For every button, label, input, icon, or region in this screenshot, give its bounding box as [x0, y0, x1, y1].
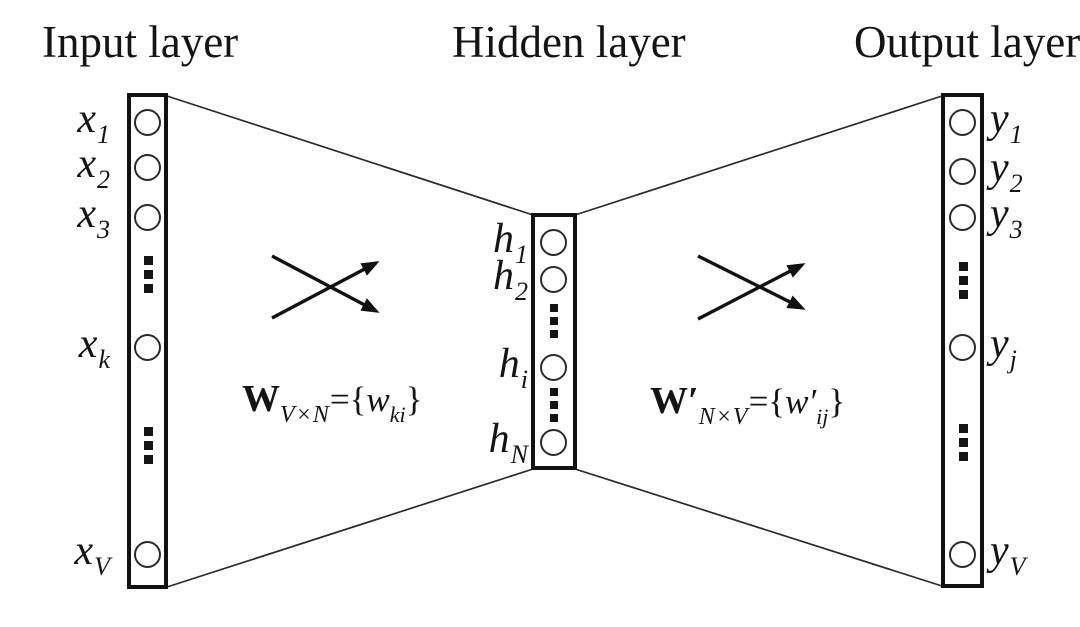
input-unit-x3 — [134, 204, 161, 231]
edge-hidden-output-bottom — [574, 468, 943, 587]
edge-input-hidden-bottom — [166, 468, 534, 588]
output-node-label: yj — [990, 321, 1017, 374]
hidden-node-label: hN — [488, 416, 528, 469]
matrix-dims: V×N — [280, 402, 330, 428]
element-symbol: w — [366, 380, 390, 419]
equals-brace: ={ — [329, 380, 367, 419]
arrow-input-hidden-down-icon — [271, 254, 380, 313]
matrix-symbol: W′ — [650, 380, 699, 422]
edge-hidden-output-top — [574, 95, 943, 216]
close-brace: } — [828, 382, 846, 421]
input-node-label: x3 — [77, 191, 110, 244]
output-node-label: y2 — [990, 145, 1023, 198]
output-node-label: y3 — [990, 191, 1023, 244]
output-layer-title: Output layer — [854, 17, 1080, 67]
output-unit-y1 — [949, 109, 976, 136]
output-node-label: yV — [990, 528, 1026, 581]
output-unit-yV — [949, 541, 976, 568]
weight-label-input-hidden: WV×N={wki} — [242, 380, 422, 427]
output-unit-y2 — [949, 158, 976, 185]
ellipsis-dots-hidden-lower — [550, 388, 558, 422]
ellipsis-dots-input-upper — [144, 256, 153, 293]
input-layer-title: Input layer — [42, 17, 239, 67]
input-node-label: x2 — [77, 141, 110, 194]
weight-label-hidden-output: W′N×V={w′ij} — [650, 382, 845, 429]
element-symbol: w′ — [785, 382, 817, 421]
matrix-dims: N×V — [698, 404, 749, 430]
input-unit-xV — [134, 541, 161, 568]
equals-brace: ={ — [748, 382, 786, 421]
hidden-unit-h1 — [540, 229, 567, 256]
output-unit-yj — [949, 334, 976, 361]
edge-input-hidden-top — [166, 95, 534, 216]
input-unit-x2 — [134, 154, 161, 181]
input-unit-xk — [134, 334, 161, 361]
arrow-input-hidden-up-icon — [271, 261, 380, 320]
hidden-unit-hN — [540, 429, 567, 456]
output-node-label: y1 — [990, 96, 1023, 149]
element-sub: ij — [816, 404, 829, 429]
hidden-node-label: h1 — [493, 216, 528, 269]
input-node-label: xV — [74, 528, 110, 581]
input-node-label: x1 — [77, 96, 110, 149]
input-unit-x1 — [134, 109, 161, 136]
ellipsis-dots-output-lower — [959, 424, 968, 461]
fan-edges — [166, 95, 943, 588]
arrow-hidden-output-down-icon — [697, 254, 806, 310]
matrix-symbol: W — [242, 378, 280, 420]
hidden-layer-title: Hidden layer — [452, 17, 686, 67]
hidden-node-label: hi — [498, 341, 528, 394]
output-unit-y3 — [949, 204, 976, 231]
mapping-arrows — [271, 254, 806, 321]
hidden-unit-h2 — [540, 266, 567, 293]
ellipsis-dots-output-upper — [959, 262, 968, 299]
close-brace: } — [405, 380, 423, 419]
hidden-unit-hi — [540, 354, 567, 381]
input-node-label: xk — [78, 321, 110, 374]
element-sub: ki — [389, 402, 406, 427]
ellipsis-dots-hidden-upper — [550, 304, 558, 338]
hidden-node-label: h2 — [493, 253, 528, 306]
arrow-hidden-output-up-icon — [697, 263, 806, 321]
ellipsis-dots-input-lower — [144, 427, 153, 464]
